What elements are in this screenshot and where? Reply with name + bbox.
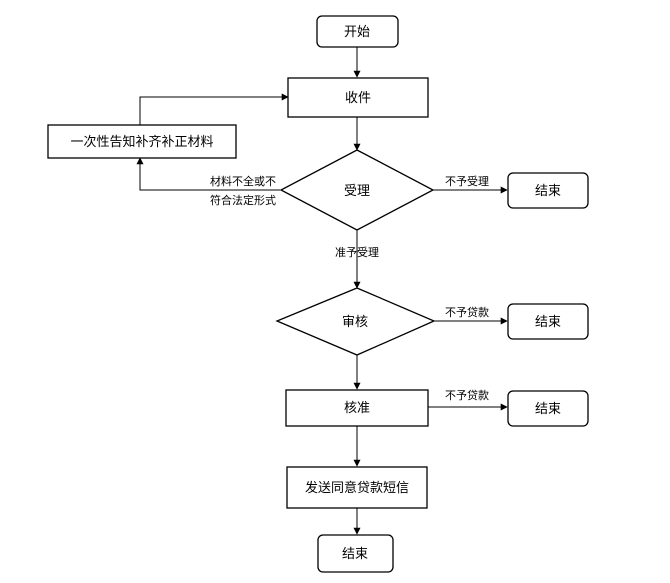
accept-decision [279, 149, 435, 231]
end-label-reject-accept: 结束 [535, 184, 561, 199]
end-label-reject-approve: 结束 [535, 402, 561, 417]
sms-label: 发送同意贷款短信 [305, 480, 409, 496]
start-node [316, 15, 399, 48]
no-loan-approve-label: 不予贷款 [445, 388, 489, 402]
accept-label: 受理 [344, 184, 370, 199]
connectors [136, 47, 508, 535]
end-label-final: 结束 [342, 547, 368, 562]
no-loan-review-label: 不予贷款 [445, 305, 489, 319]
review-decision [275, 287, 436, 356]
end-node-final [317, 534, 394, 573]
start-label: 开始 [344, 25, 370, 40]
approve-node [285, 389, 429, 427]
sms-node [286, 466, 428, 509]
receive-node [287, 77, 429, 118]
notify-label: 一次性告知补齐补正材料 [70, 134, 213, 150]
notify-node [47, 124, 237, 159]
review-label: 审核 [342, 315, 368, 330]
end-node-reject-approve [507, 390, 589, 427]
end-node-reject-review [507, 303, 589, 340]
arrow-notify-to-receive [139, 93, 289, 125]
materials-incomplete-label-2: 符合法定形式 [210, 193, 276, 207]
not-accept-label: 不予受理 [445, 175, 489, 188]
arrow-accept-to-notify [136, 157, 280, 191]
approve-label: 核准 [344, 401, 370, 416]
end-node-reject-accept [507, 172, 589, 209]
receive-label: 收件 [345, 91, 371, 106]
end-label-reject-review: 结束 [535, 315, 561, 330]
accepted-label: 准予受理 [335, 246, 379, 259]
materials-incomplete-label-1: 材料不全或不 [210, 174, 276, 188]
